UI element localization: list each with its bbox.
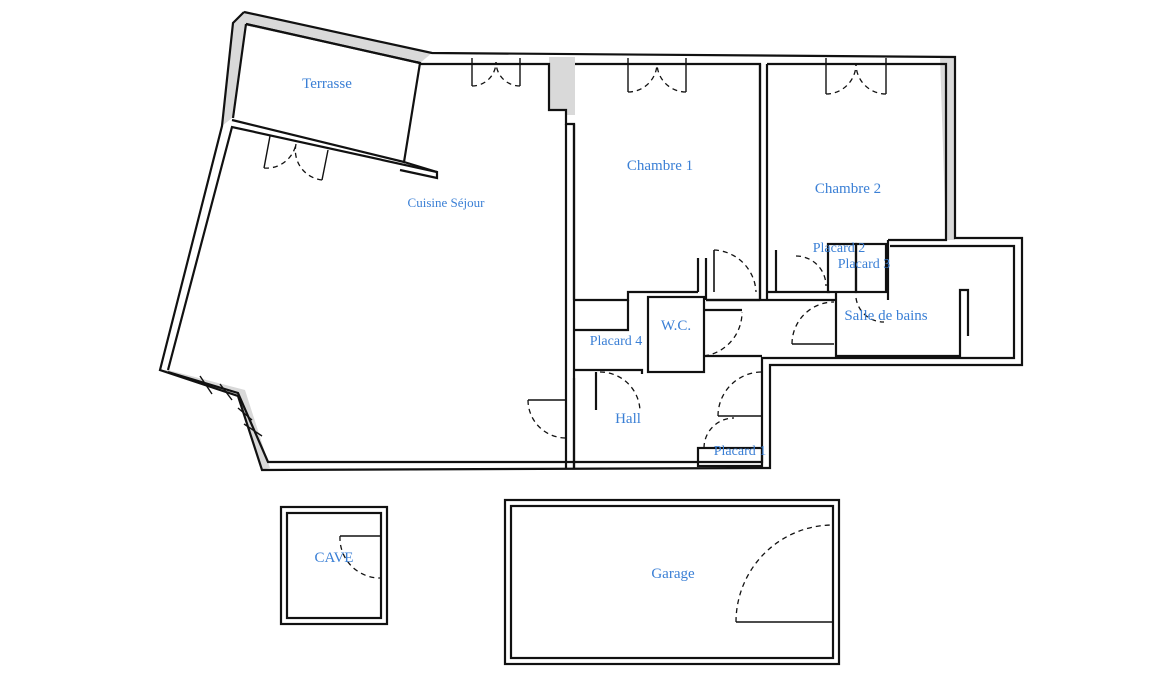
label-placard-3: Placard 3: [838, 257, 890, 272]
label-wc: W.C.: [661, 318, 691, 334]
label-garage: Garage: [651, 566, 695, 582]
label-cave: CAVE: [315, 550, 354, 566]
label-salle-de-bains: Salle de bains: [844, 308, 927, 324]
label-placard-1: Placard 1: [714, 444, 766, 459]
windows: [199, 58, 887, 437]
wall-fills: [160, 12, 955, 470]
room-labels: Terrasse Cuisine Séjour Chambre 1 Chambr…: [302, 76, 928, 582]
label-cuisine-sejour: Cuisine Séjour: [408, 195, 486, 210]
cave-walls: [279, 505, 389, 626]
label-placard-4: Placard 4: [590, 334, 642, 349]
label-hall: Hall: [615, 411, 641, 427]
interior-walls: [564, 64, 970, 468]
garage-walls: [503, 498, 841, 666]
label-terrasse: Terrasse: [302, 76, 352, 92]
apartment-walls: [158, 10, 1024, 472]
label-chambre-1: Chambre 1: [627, 158, 693, 174]
label-chambre-2: Chambre 2: [815, 181, 881, 197]
label-placard-2: Placard 2: [813, 241, 865, 256]
doors: [527, 249, 885, 449]
